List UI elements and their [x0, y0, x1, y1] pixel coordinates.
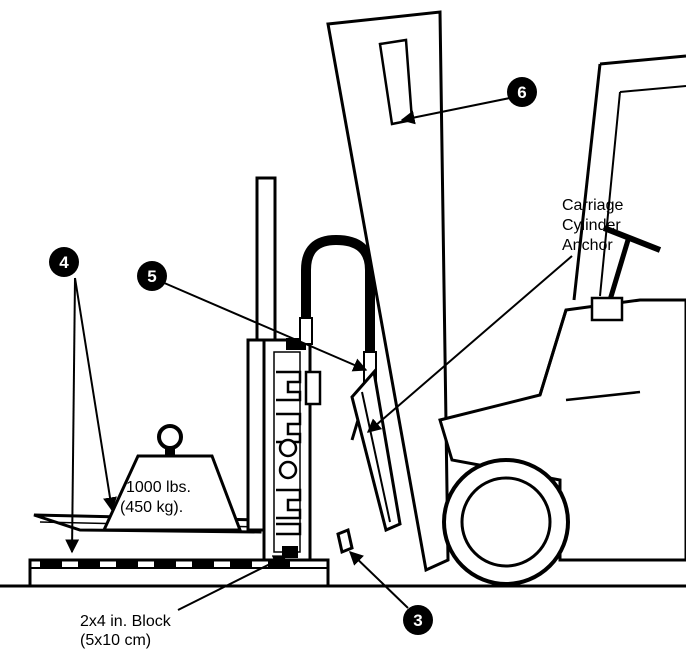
- leader-lines: [65, 97, 573, 611]
- anchor-leader: [366, 255, 573, 433]
- block-label-line1: 2x4 in. Block: [80, 613, 172, 630]
- carriage-frame: [246, 176, 322, 562]
- callout-4: 4: [49, 247, 79, 277]
- block-leader: [177, 555, 288, 611]
- block-label: 2x4 in. Block (5x10 cm): [80, 613, 172, 649]
- forklift-body: [438, 54, 686, 586]
- anchor-label-line2: Cylinder: [562, 217, 621, 234]
- anchor-label-line1: Carriage: [562, 197, 623, 214]
- callout-5-number: 5: [147, 267, 156, 286]
- carriage-cylinder: [350, 368, 402, 533]
- anchor-label-line3: Anchor: [562, 237, 613, 254]
- callout-3-number: 3: [413, 611, 422, 630]
- callout-4-leader-a: [74, 277, 117, 512]
- callout-6: 6: [507, 77, 537, 107]
- block-label-line2: (5x10 cm): [80, 632, 151, 649]
- callout-5: 5: [137, 261, 167, 291]
- carriage-cylinder-anchor-label: Carriage Cylinder Anchor: [562, 197, 623, 254]
- callout-4-leader-b: [65, 277, 80, 554]
- forklift-mast: [326, 10, 450, 573]
- load-weight-label: 1000 lbs. (450 kg).: [120, 479, 191, 516]
- callout-6-leader: [400, 97, 511, 125]
- callout-6-number: 6: [517, 83, 526, 102]
- load-weight-line2: (450 kg).: [120, 499, 183, 516]
- load-weight: [101, 424, 243, 532]
- callout-3-leader: [348, 551, 409, 609]
- load-weight-line1: 1000 lbs.: [126, 479, 191, 496]
- dropped-part: [336, 527, 354, 555]
- callout-4-number: 4: [59, 253, 69, 272]
- pallet: [28, 558, 330, 588]
- callout-5-leader: [161, 281, 368, 372]
- callout-3: 3: [403, 605, 433, 635]
